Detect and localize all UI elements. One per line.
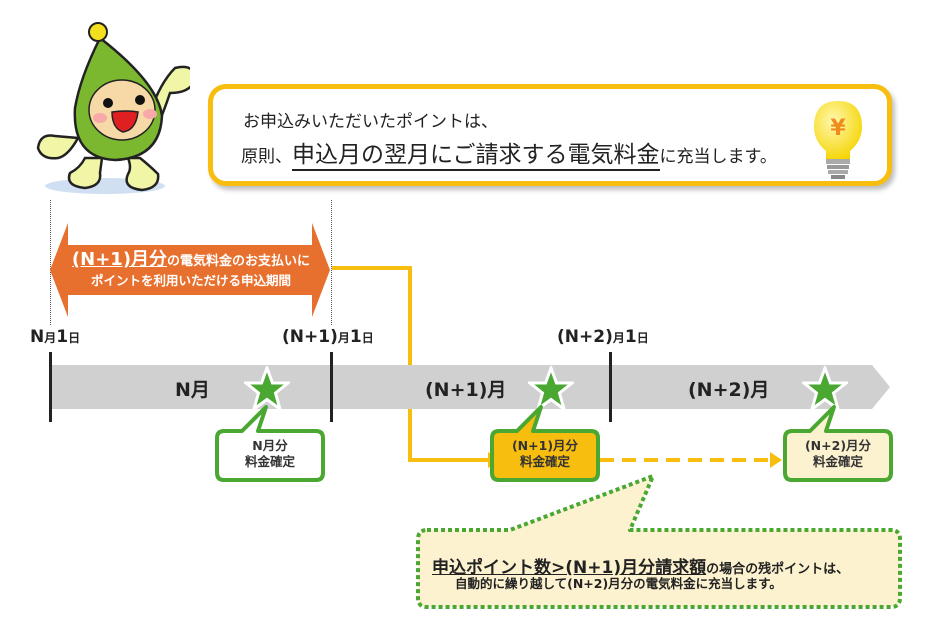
callout-n2 <box>783 405 893 482</box>
guide-line-n1 <box>331 200 332 325</box>
callout-n2-text: (N+2)月分料金確定 <box>804 438 872 469</box>
info-box: お申込みいただいたポイントは、 原則、申込月の翌月にご請求する電気料金に充当しま… <box>208 84 892 186</box>
date-label-n1: (N+1)月1日 <box>282 327 374 347</box>
note-bubble <box>416 474 902 609</box>
mascot-illustration <box>36 22 190 194</box>
note-emphasis: 申込ポイント数>(N+1)月分請求額 <box>432 558 707 578</box>
month-label-n: N月 <box>175 379 210 401</box>
month-label-n2: (N+2)月 <box>688 379 770 401</box>
lightbulb-yen-icon: ¥ <box>814 101 862 179</box>
info-emphasis: 申込月の翌月にご請求する電気料金 <box>292 142 660 171</box>
callout-n1-text: (N+1)月分料金確定 <box>511 438 579 469</box>
tick-n2 <box>609 352 612 422</box>
tick-n <box>49 352 52 422</box>
tick-n1 <box>330 352 333 422</box>
star-icon <box>244 366 290 412</box>
info-line-2: 原則、申込月の翌月にご請求する電気料金に充当します。 <box>241 135 777 171</box>
info-prefix: 原則、 <box>241 147 292 167</box>
info-line-1: お申込みいただいたポイントは、 <box>243 112 498 132</box>
note-rest: の場合の残ポイントは、 <box>706 562 850 577</box>
info-suffix: に充当します。 <box>659 147 777 167</box>
period-rest: の電気料金のお支払いに <box>167 254 311 269</box>
callout-n1 <box>490 405 600 482</box>
date-label-n: N月1日 <box>30 327 81 347</box>
note-text-2: 自動的に繰り越して(N+2)月分の電気料金に充当します。 <box>455 576 782 591</box>
callout-n-text: N月分料金確定 <box>244 438 295 469</box>
month-label-n1: (N+1)月 <box>425 379 507 401</box>
star-icon <box>802 366 848 412</box>
period-text-2: ポイントを利用いただける申込期間 <box>90 273 291 288</box>
guide-line-n <box>50 200 51 325</box>
note-text-1: 申込ポイント数>(N+1)月分請求額の場合の残ポイントは、 <box>432 553 849 578</box>
period-text-1: (N+1)月分の電気料金のお支払いに <box>60 245 322 271</box>
star-icon <box>528 366 574 412</box>
yen-symbol: ¥ <box>830 116 846 141</box>
callout-n <box>215 405 325 482</box>
application-period-arrow <box>50 223 330 317</box>
date-label-n2: (N+2)月1日 <box>557 327 649 347</box>
period-emphasis: (N+1)月分 <box>71 249 168 270</box>
